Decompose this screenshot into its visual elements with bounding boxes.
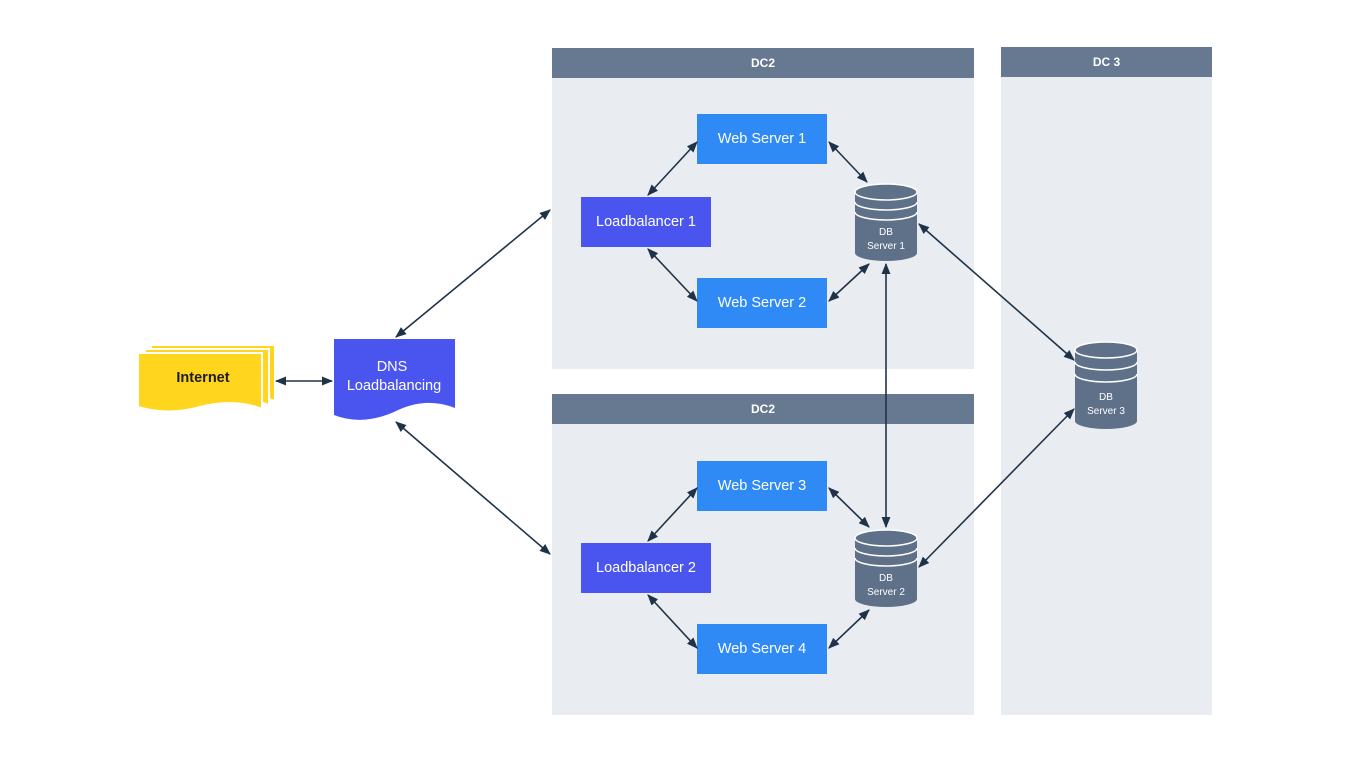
internet-node: Internet — [137, 344, 276, 413]
web-server-1: Web Server 1 — [697, 114, 827, 164]
dns-shape — [334, 339, 455, 420]
loadbalancer-1: Loadbalancer 1 — [581, 197, 711, 247]
db-server-3-line2: Server 3 — [1087, 406, 1125, 417]
dns-loadbalancing-node: DNS Loadbalancing — [334, 339, 455, 420]
internet-page-front — [137, 352, 263, 413]
connector-web4-db2 — [828, 609, 870, 649]
db-server-2: DB Server 2 — [854, 529, 918, 607]
connector-web1-db1 — [828, 141, 868, 183]
dc2-top-header: DC2 — [552, 48, 974, 78]
web-server-4: Web Server 4 — [697, 624, 827, 674]
db-server-3: DB Server 3 — [1074, 341, 1138, 429]
connector-web2-db1 — [828, 263, 870, 302]
dns-label-line1: DNS — [377, 359, 408, 375]
dc3-header: DC 3 — [1001, 47, 1212, 77]
web-server-3: Web Server 3 — [697, 461, 827, 511]
connector-lb1-web2 — [647, 248, 698, 302]
db-server-1-line2: Server 1 — [867, 241, 905, 252]
connectors — [274, 141, 1075, 649]
db-band — [854, 557, 918, 567]
db-server-1-line1: DB — [879, 227, 893, 238]
web-server-2: Web Server 2 — [697, 278, 827, 328]
dc2-bottom-header: DC2 — [552, 394, 974, 424]
connector-lb2-web3 — [647, 487, 698, 542]
connector-dns-dc-top — [395, 209, 551, 338]
connector-dns-dc-bottom — [395, 421, 551, 555]
db-band — [854, 201, 918, 211]
connector-db1-db3 — [918, 223, 1075, 361]
db-top — [854, 183, 918, 201]
db-server-3-line1: DB — [1099, 392, 1113, 403]
database-icon — [1075, 342, 1137, 429]
connector-db2-db3 — [918, 408, 1075, 568]
connector-lb1-web1 — [647, 141, 698, 196]
db-top — [854, 529, 918, 547]
db-band — [854, 211, 918, 221]
loadbalancer-2: Loadbalancer 2 — [581, 543, 711, 593]
db-top — [1074, 341, 1138, 359]
connector-lb2-web4 — [647, 594, 698, 649]
dns-label-line2: Loadbalancing — [347, 378, 441, 394]
connector-web3-db2 — [828, 487, 870, 528]
db-server-2-line1: DB — [879, 573, 893, 584]
database-icon — [855, 184, 917, 261]
db-band — [854, 547, 918, 557]
db-server-2-line2: Server 2 — [867, 587, 905, 598]
db-band — [1074, 373, 1138, 383]
internet-label: Internet — [176, 370, 229, 386]
db-server-1: DB Server 1 — [854, 183, 918, 261]
db-band — [1074, 361, 1138, 371]
database-icon — [855, 530, 917, 607]
